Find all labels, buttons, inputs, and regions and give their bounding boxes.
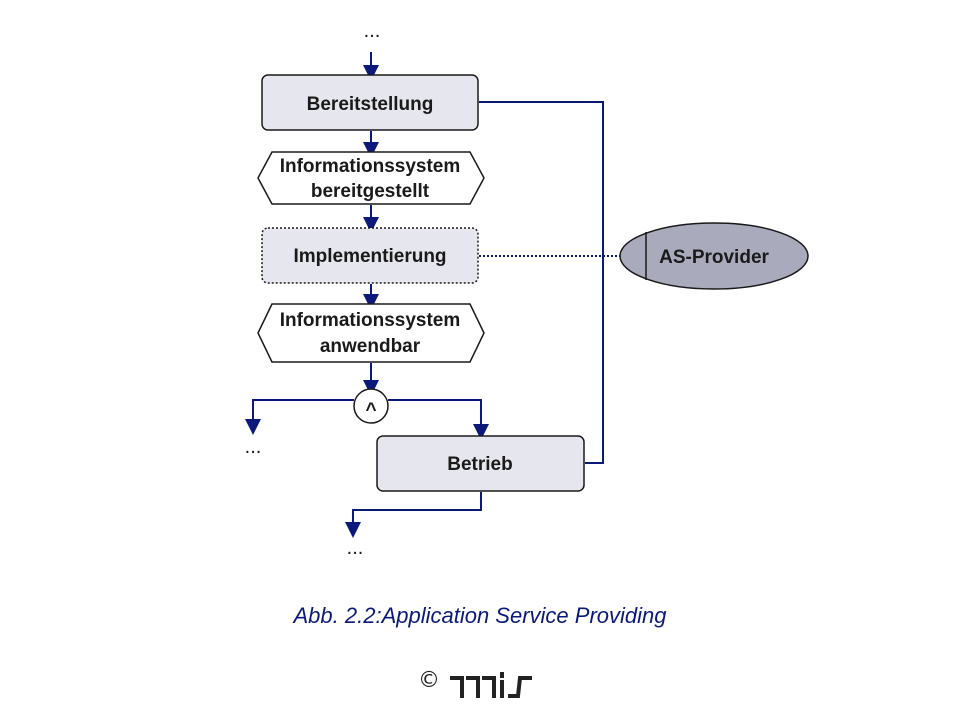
event-informationssystem-bereitgestellt[interactable]: Informationssystem bereitgestellt [257,151,485,205]
copyright-symbol: © [418,668,440,693]
function-betrieb[interactable]: Betrieb [376,435,585,492]
function-bereitstellung[interactable]: Bereitstellung [261,74,479,131]
event2-line2: anwendbar [320,336,421,357]
event1-line2: bereitgestellt [311,181,430,202]
arrow-out-betrieb [345,492,482,538]
ellipsis-left: ... [245,436,262,458]
ellipsis-top: ... [364,20,381,42]
logo [450,672,532,698]
ellipsis-bottom: ... [347,537,364,559]
branch-left [245,399,354,435]
event2-line1: Informationssystem [280,310,461,331]
event-informationssystem-anwendbar[interactable]: Informationssystem anwendbar [257,303,485,363]
provider-label: AS-Provider [659,247,769,268]
branch-right [388,399,489,440]
connector-symbol: ^ [365,400,376,421]
and-connector[interactable]: ^ [353,388,389,424]
link-provider-bereitstellung-betrieb [479,101,604,464]
organisation-as-provider[interactable]: AS-Provider [619,222,809,290]
betrieb-label: Betrieb [447,454,512,475]
event1-line1: Informationssystem [280,156,461,177]
figure-caption: Abb. 2.2:Application Service Providing [293,603,667,628]
implementierung-label: Implementierung [293,246,446,267]
function-implementierung[interactable]: Implementierung [261,227,479,284]
bereitstellung-label: Bereitstellung [307,94,434,115]
